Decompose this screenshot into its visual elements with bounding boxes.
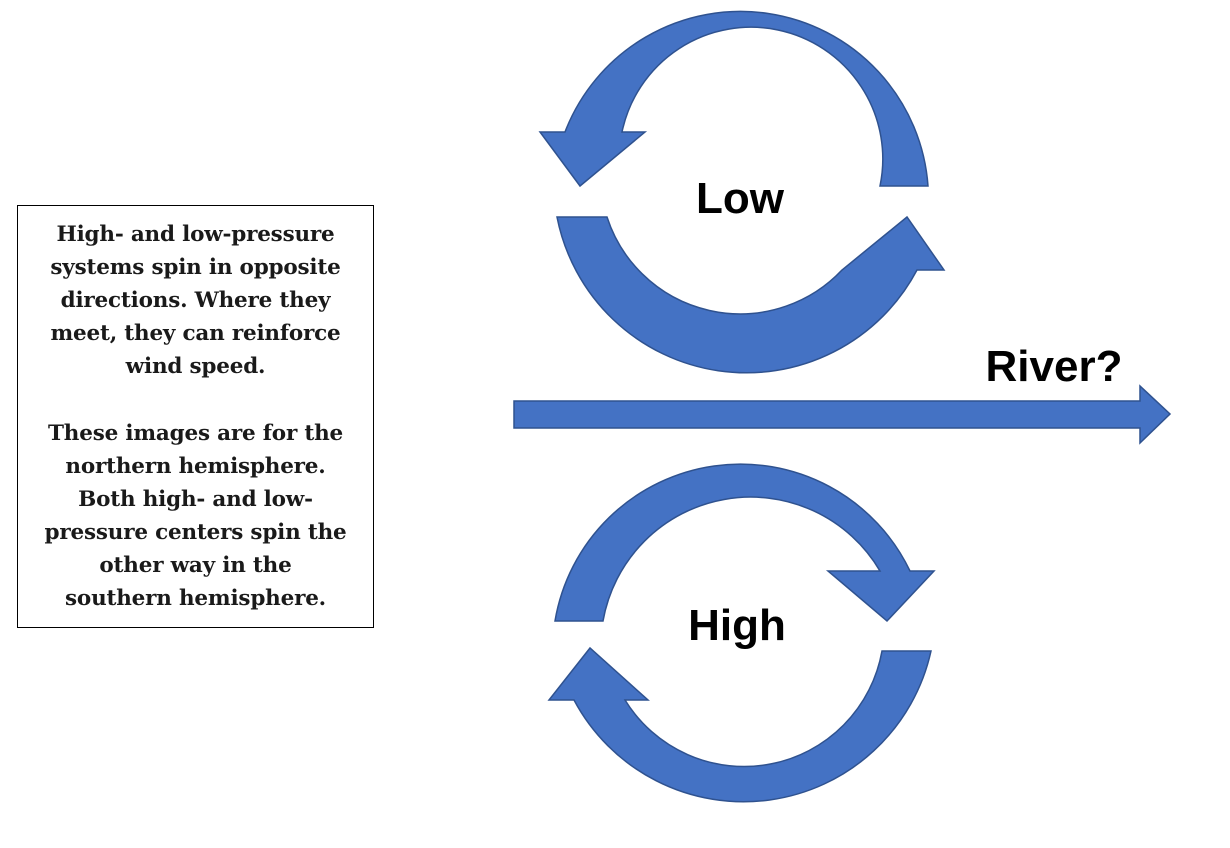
- river-straight-arrow: [513, 384, 1172, 445]
- note-paragraph-hemisphere: These images are for the northern hemisp…: [44, 421, 347, 611]
- low-pressure-label: Low: [696, 174, 785, 223]
- low-lower-curved-arrow: [556, 215, 946, 374]
- high-lower-curved-arrow: [547, 646, 932, 803]
- note-paragraph-spin: High- and low-pressure systems spin in o…: [50, 222, 341, 379]
- explanation-note-box: High- and low-pressure systems spin in o…: [17, 205, 374, 628]
- high-upper-curved-arrow: [554, 463, 936, 623]
- river-label: River?: [986, 342, 1123, 391]
- high-pressure-label: High: [688, 601, 786, 650]
- low-upper-curved-arrow: [538, 10, 929, 188]
